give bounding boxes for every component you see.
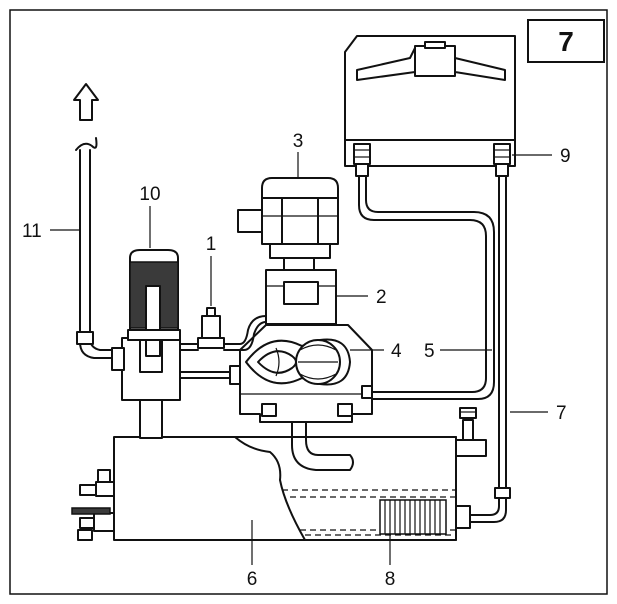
pump-assembly <box>237 177 373 423</box>
figure-number-box: 7 <box>527 19 605 63</box>
tank <box>71 407 487 541</box>
pump-gears <box>245 338 351 386</box>
fan-hub <box>414 45 456 77</box>
line-11 <box>75 137 113 359</box>
callout-10: 10 <box>139 184 160 205</box>
callout-4: 4 <box>391 341 402 362</box>
drain-valve-lower <box>71 507 115 541</box>
tank-valve <box>455 407 487 457</box>
pipe-7 <box>469 175 511 523</box>
motor <box>237 177 339 271</box>
callout-11: 11 <box>22 221 42 242</box>
radiator-unit <box>344 35 516 177</box>
pipe-5 <box>358 175 495 400</box>
callout-5: 5 <box>424 341 435 362</box>
figure-border <box>9 9 608 595</box>
callout-9: 9 <box>560 146 571 167</box>
callout-2: 2 <box>376 287 387 308</box>
filter-element <box>379 499 447 535</box>
radiator-fitting-right <box>493 143 511 177</box>
flow-arrow-up <box>73 83 99 121</box>
pressure-line <box>223 315 267 345</box>
callout-6: 6 <box>247 569 258 590</box>
suction-pipe <box>291 309 354 471</box>
pump-cover <box>265 269 337 325</box>
callout-7: 7 <box>556 403 567 424</box>
control-valve <box>111 249 181 439</box>
radiator-fitting-left <box>353 143 371 177</box>
figure-number: 7 <box>558 26 574 57</box>
leader-lines <box>50 152 552 565</box>
callout-1: 1 <box>206 234 217 255</box>
radiator-rail <box>344 139 516 167</box>
callout-3: 3 <box>293 131 304 152</box>
callout-8: 8 <box>385 569 396 590</box>
pressure-switch <box>197 307 225 349</box>
drain-valve-upper <box>79 469 115 497</box>
